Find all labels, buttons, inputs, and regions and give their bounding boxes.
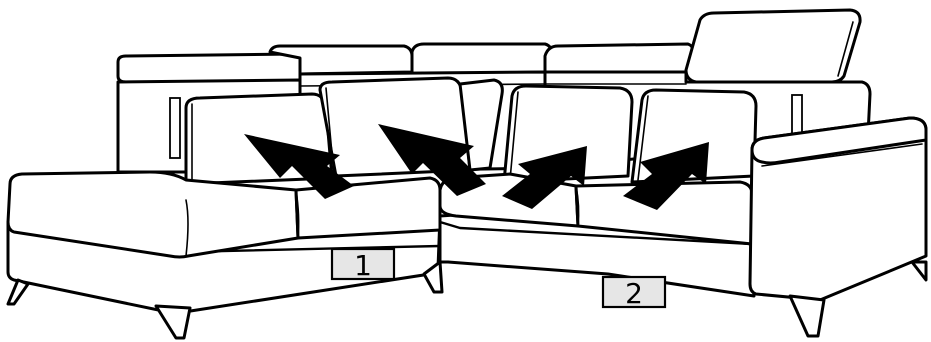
label-text-1: 1 — [354, 249, 372, 282]
leg-1a — [8, 280, 28, 304]
module-2 — [440, 174, 754, 296]
leg-2a — [790, 296, 824, 336]
headrest-4 — [545, 44, 694, 74]
label-text-2: 2 — [625, 277, 643, 310]
headrest-1 — [118, 54, 304, 82]
headrest-raised — [686, 10, 860, 82]
leg-2b — [912, 262, 926, 280]
back-slot-left — [170, 98, 180, 158]
module-label-2: 2 — [603, 277, 665, 310]
module-label-1: 1 — [332, 249, 394, 282]
headrest-3 — [412, 44, 552, 74]
armrest — [750, 118, 926, 336]
leg-1b — [156, 306, 190, 338]
